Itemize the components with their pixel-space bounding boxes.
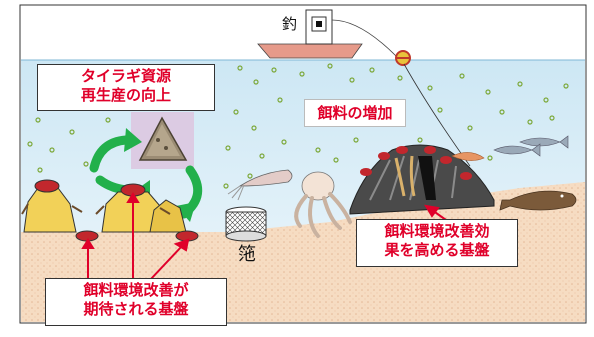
shellfish-icon: [131, 112, 194, 169]
trap-cage-icon: [225, 206, 267, 242]
reef-pile: [349, 144, 495, 215]
plankton-dots: [27, 63, 569, 189]
label-trap: 筂: [238, 244, 256, 265]
label-tairagi-reproduction: タイラギ資源 再生産の向上: [37, 64, 215, 111]
label-feed-increase: 餌料の増加: [297, 95, 413, 131]
flatfish-icon: [499, 190, 577, 211]
octopus-icon: [294, 171, 352, 238]
boat-icon: [257, 9, 397, 59]
squid-icon: [227, 169, 293, 201]
pointer-arrow-right: [424, 204, 447, 221]
shrimp-icon: [451, 152, 485, 161]
fish-icon: [493, 135, 569, 157]
pointer-arrows: [81, 192, 190, 281]
label-feed-increase-text: 餌料の増加: [304, 98, 406, 128]
label-boat: 釣: [282, 15, 298, 33]
label-base-enhance-line1: 餌料環境改善効: [384, 222, 490, 240]
label-tairagi-line1: タイラギ資源: [80, 67, 171, 85]
label-base-enhance-line2: 果を高める基盤: [384, 240, 490, 259]
label-tairagi-line2: 再生産の向上: [80, 85, 171, 104]
label-base-expected-line1: 餌料環境改善が: [83, 281, 189, 299]
label-base-expected-line2: 期待される基盤: [83, 299, 189, 318]
label-base-expected: 餌料環境改善が 期待される基盤: [45, 278, 227, 326]
label-base-enhance: 餌料環境改善効 果を高める基盤: [356, 219, 518, 267]
